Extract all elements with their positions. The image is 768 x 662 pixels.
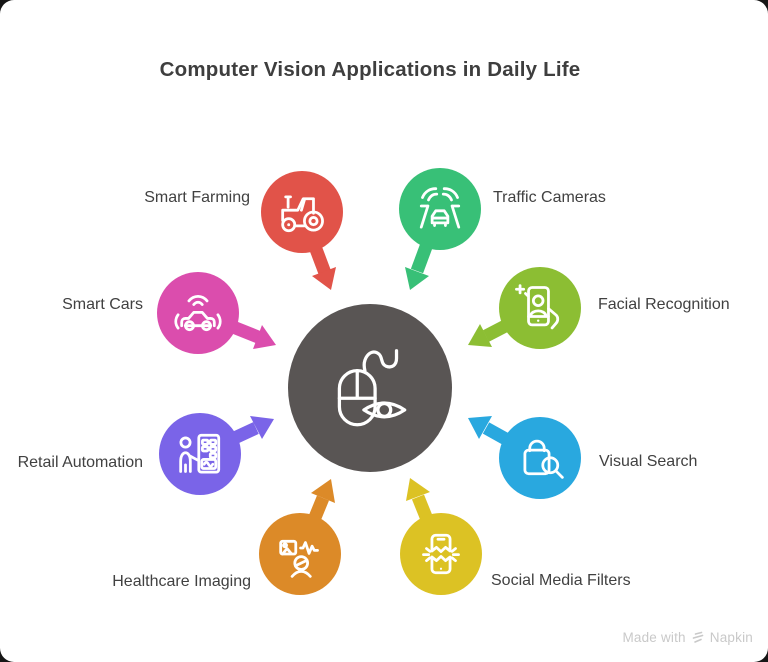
arrow-head [406, 478, 430, 501]
node-label-traffic-cameras: Traffic Cameras [493, 189, 606, 206]
eye-outline [362, 401, 407, 419]
node-visual-search [499, 417, 581, 499]
watermark-text: Made with [622, 630, 686, 645]
traffic-camera-icon [419, 187, 461, 229]
node-traffic-cameras [399, 168, 481, 250]
mouse-eye-icon [337, 349, 407, 427]
mouse-cable [362, 349, 399, 373]
node-smart-cars [157, 272, 239, 354]
node-social-media-filters [400, 513, 482, 595]
tractor-icon [281, 195, 324, 233]
node-label-smart-cars: Smart Cars [62, 296, 143, 313]
arrow-head [311, 479, 335, 503]
central-hub [288, 304, 452, 472]
node-label-retail-automation: Retail Automation [17, 454, 143, 471]
retail-kiosk-icon [179, 433, 221, 474]
arrow-head [250, 416, 274, 439]
eye-pupil [376, 401, 393, 418]
node-healthcare-imaging [259, 513, 341, 595]
node-retail-automation [159, 413, 241, 495]
connected-car-icon [174, 295, 222, 332]
napkin-watermark[interactable]: Made with Napkin [622, 630, 753, 645]
node-label-facial-recognition: Facial Recognition [598, 296, 730, 313]
node-facial-recognition [499, 267, 581, 349]
arrow-head [468, 416, 492, 439]
node-label-visual-search: Visual Search [599, 453, 698, 470]
arrow-head [468, 324, 492, 347]
phone-filter-icon [422, 533, 460, 575]
watermark-brand: Napkin [709, 630, 753, 645]
node-label-healthcare-imaging: Healthcare Imaging [112, 573, 251, 590]
arrow-head [405, 267, 429, 290]
page-title: Computer Vision Applications in Daily Li… [159, 58, 581, 81]
arrow-head [312, 267, 336, 290]
node-smart-farming [261, 171, 343, 253]
node-label-social-media-filters: Social Media Filters [491, 572, 631, 589]
node-label-smart-farming: Smart Farming [144, 189, 250, 206]
bag-magnifier-icon [523, 439, 564, 479]
mouse-buttons [337, 369, 377, 400]
napkin-logo-icon [692, 631, 704, 643]
arrow-head [253, 325, 276, 349]
medical-scan-icon [279, 539, 319, 578]
face-scan-phone-icon [515, 284, 560, 330]
